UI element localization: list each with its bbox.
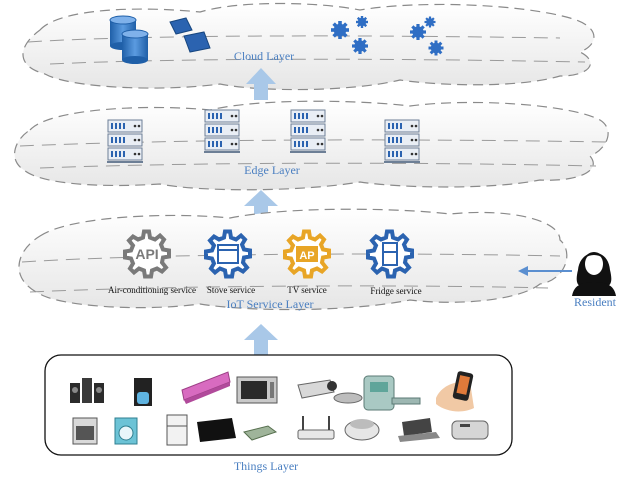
rice-cooker-icon (344, 419, 380, 441)
iot-service-layer: API AP Air-conditioning service Stove se… (18, 208, 568, 311)
svg-text:AP: AP (299, 250, 314, 262)
laptop-icon (398, 418, 440, 442)
things-layer: Things Layer (44, 354, 513, 473)
iot-layer-label: IoT Service Layer (226, 297, 313, 311)
refrigerator-icon (166, 414, 188, 446)
coffee-maker-icon (134, 378, 152, 406)
service-label: TV service (287, 285, 327, 295)
database-icon (121, 29, 149, 64)
fridge-gear-icon (366, 229, 414, 279)
storage-cubes-icon (169, 17, 211, 53)
resident-person-icon (572, 252, 616, 296)
microwave-icon (236, 376, 278, 404)
server-icon (383, 119, 421, 164)
cloud-layer: Cloud Layer (22, 2, 595, 91)
edge-layer: Edge Layer (14, 100, 609, 191)
resident-label: Resident (574, 295, 617, 309)
tv-gear-icon: AP (283, 229, 331, 279)
up-arrow (246, 68, 276, 100)
resident-arrow (518, 266, 572, 276)
smart-door-lock-icon (363, 375, 421, 411)
up-arrow (244, 324, 278, 356)
server-icon (289, 109, 327, 154)
api-gear-icon: API (123, 229, 171, 279)
stereo-icon (70, 378, 104, 403)
television-icon (197, 418, 236, 442)
router-icon (297, 416, 335, 440)
service-label: Air-conditioning service (108, 285, 196, 295)
service-label: Fridge service (370, 286, 421, 296)
edge-layer-label: Edge Layer (244, 163, 300, 177)
air-conditioner-icon (181, 371, 231, 404)
svg-text:API: API (135, 246, 158, 262)
set-top-box-icon (243, 425, 278, 441)
security-camera-icon (297, 379, 363, 404)
things-layer-label: Things Layer (234, 459, 298, 473)
smartphone-hand-icon (436, 371, 474, 412)
cloud-layer-label: Cloud Layer (234, 49, 294, 63)
toaster-icon (451, 420, 489, 440)
server-icon (106, 119, 144, 164)
oven-icon (72, 417, 98, 445)
washing-machine-icon (114, 417, 138, 445)
server-icon (203, 109, 241, 154)
stove-gear-icon (204, 229, 252, 279)
service-label: Stove service (207, 285, 255, 295)
